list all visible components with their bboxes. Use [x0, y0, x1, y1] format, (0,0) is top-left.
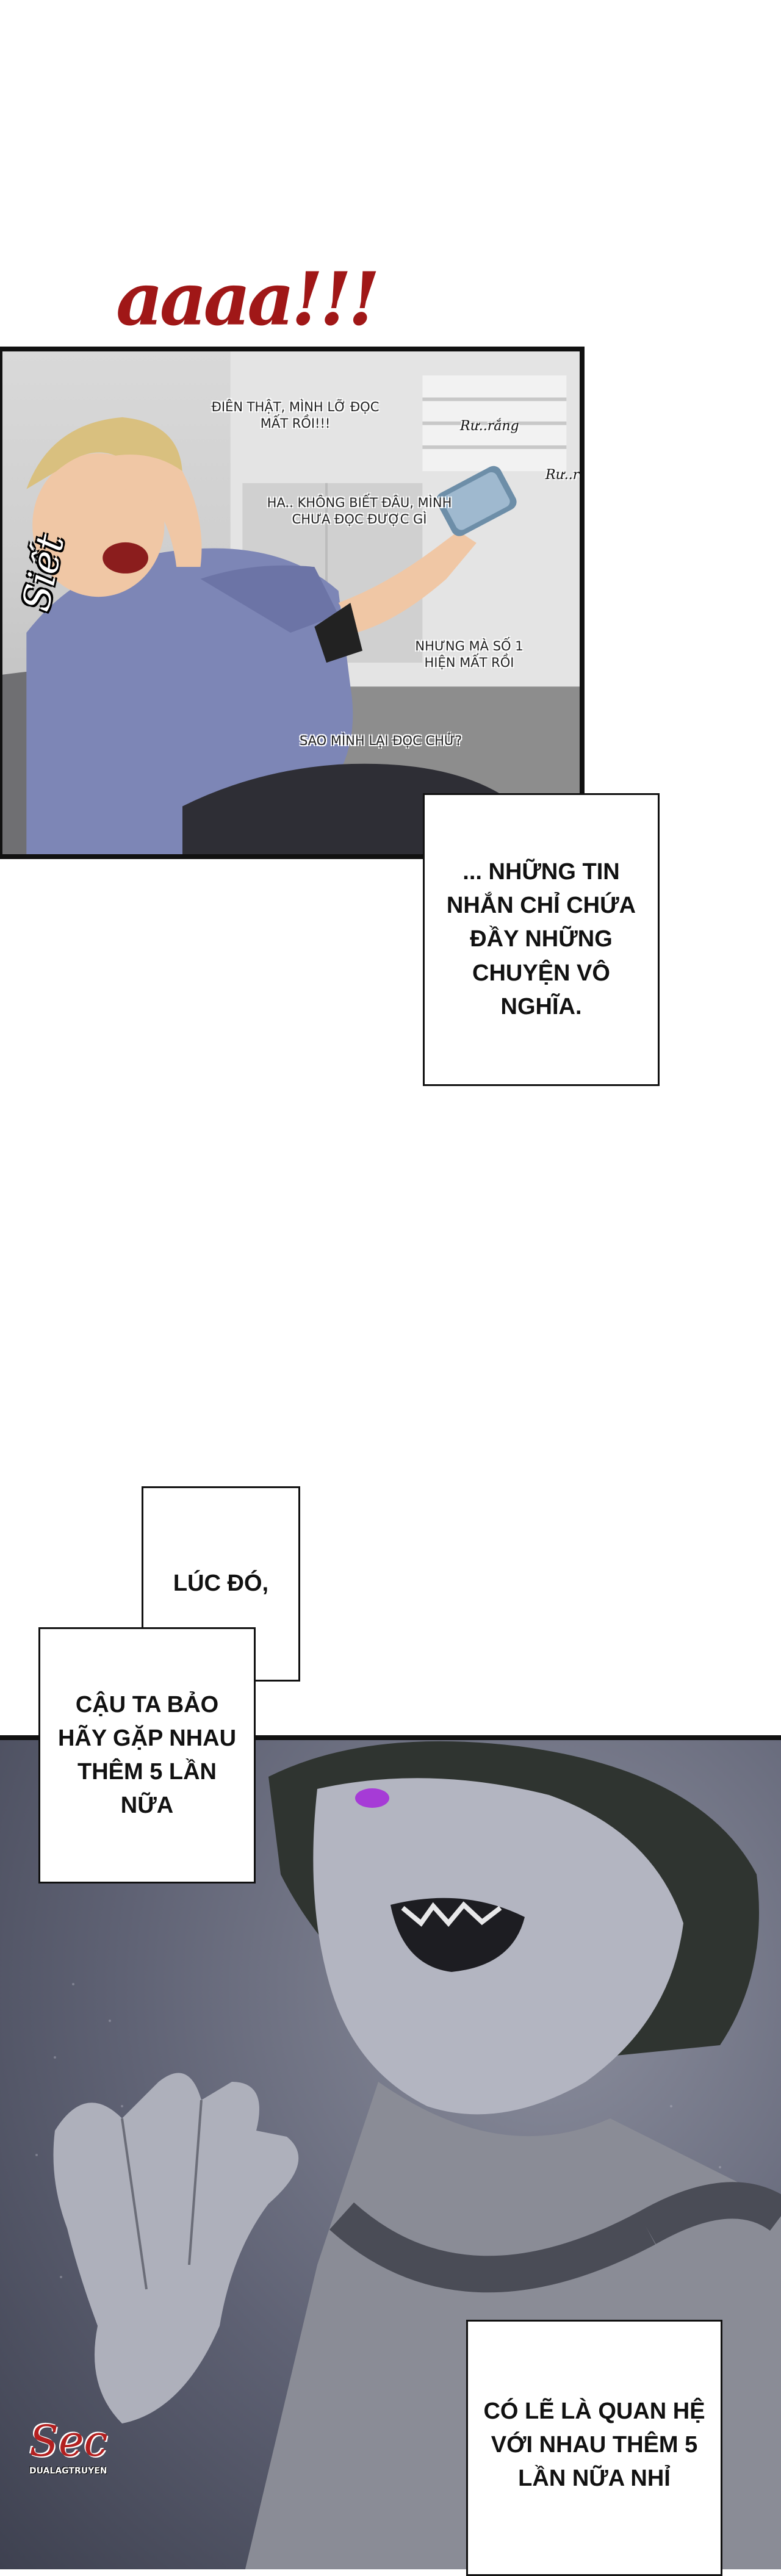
narration-box-1: ... NHỮNG TIN NHẮN CHỈ CHỨA ĐẦY NHỮNG CH… [423, 793, 660, 1086]
watermark-subtext: DUALAGTRUYEN [29, 2466, 107, 2476]
narration-box-4: CÓ LẼ LÀ QUAN HỆ VỚI NHAU THÊM 5 LẦN NỮA… [466, 2320, 722, 2576]
thought-text-4: SAO MÌNH LẠI ĐỌC CHỨ? [299, 733, 462, 748]
watermark-logo: Sec DUALAGTRUYEN [29, 2416, 115, 2508]
panel-reading-phone: ĐIÊN THẬT, MÌNH LỠ ĐỌC MẤT RỒI!!! HA.. K… [0, 347, 585, 859]
thought-text-1: ĐIÊN THẬT, MÌNH LỠ ĐỌC MẤT RỒI!!! [211, 400, 380, 431]
sfx-vibrate-1: Rư..rắng [460, 419, 519, 434]
sfx-vibrate-2: Rư..rắng [545, 467, 580, 483]
narration-box-3: CẬU TA BẢO HÃY GẶP NHAU THÊM 5 LẦN NỮA [38, 1627, 256, 1883]
thought-text-3: NHƯNG MÀ SỐ 1 HIỆN MẤT RỒI [415, 639, 524, 671]
watermark-logo-text: Sec [29, 2416, 108, 2466]
sfx-squeeze: Siết [13, 530, 73, 615]
sfx-scream: aaaa!!! [116, 256, 380, 342]
panel1-art [2, 351, 580, 854]
thought-text-2: HA.. KHÔNG BIẾT ĐÂU, MÌNH CHƯA ĐỌC ĐƯỢC … [267, 495, 452, 527]
